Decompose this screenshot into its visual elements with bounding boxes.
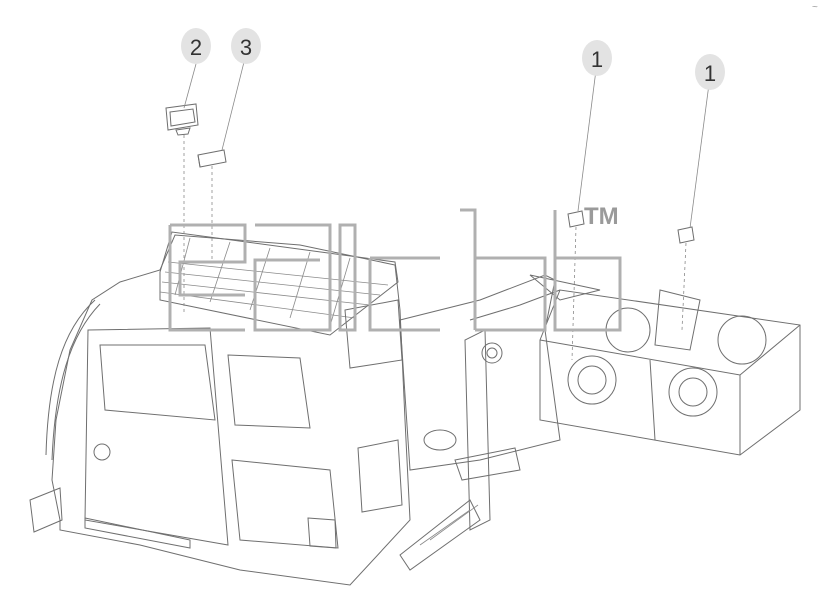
- callout-3-label: 3: [240, 35, 252, 60]
- cab-step: [29, 487, 63, 533]
- callout-1-front-label: 1: [704, 61, 716, 86]
- leader-line-1b: [681, 242, 687, 331]
- side-window-rear: [344, 299, 403, 369]
- callout-1-front: 1: [695, 54, 725, 90]
- part-1-light-front: [677, 226, 695, 244]
- callout-1-rear: 1: [582, 40, 612, 76]
- ladder: [399, 499, 481, 571]
- corner-mark: ~: [812, 2, 818, 13]
- leader-line-1a: [571, 226, 577, 361]
- side-window-front: [227, 354, 311, 429]
- part-1-light-rear: [567, 210, 585, 228]
- callout-2-label: 2: [190, 35, 202, 60]
- central-frame: [399, 274, 601, 571]
- callout-3: 3: [231, 28, 261, 64]
- watermark-tm: TM: [584, 203, 619, 230]
- callout-1-rear-label: 1: [591, 47, 603, 72]
- callout-2: 2: [181, 28, 211, 64]
- part-2-monitor: [165, 103, 199, 136]
- roof-rack: [159, 231, 399, 336]
- watermark: [168, 208, 622, 332]
- front-frame: [539, 289, 801, 456]
- cab-body: [29, 231, 411, 586]
- part-3-module: [197, 149, 227, 168]
- cab-door: [84, 327, 229, 549]
